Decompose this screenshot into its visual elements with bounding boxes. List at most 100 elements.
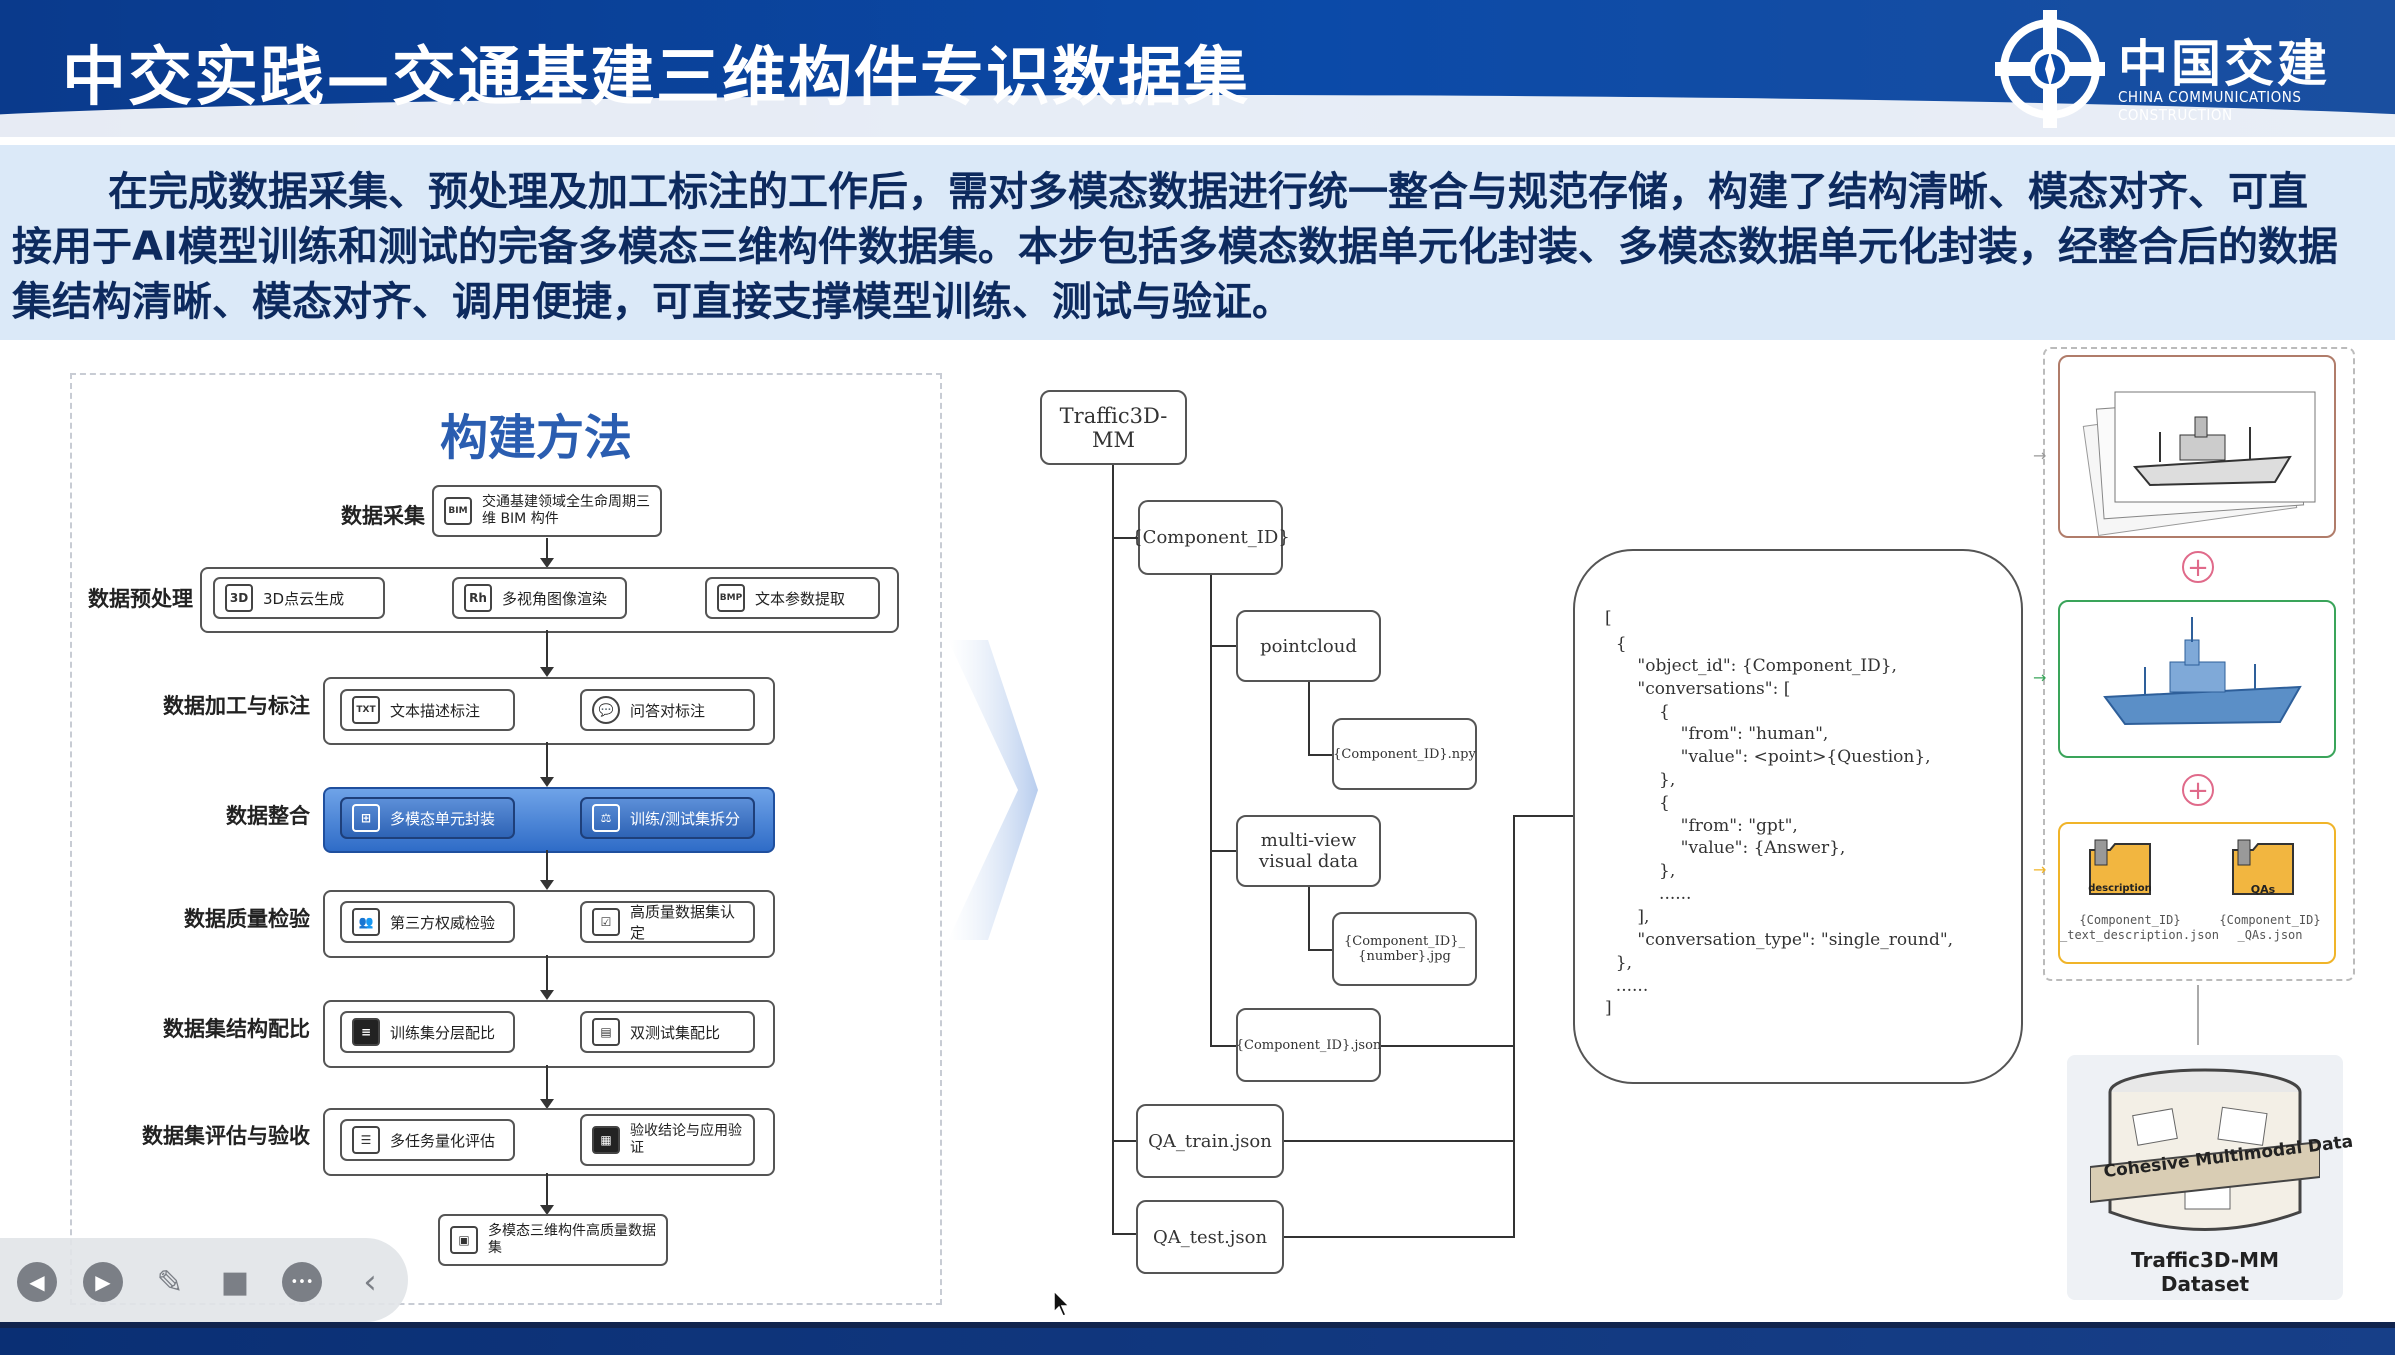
json-line: { [1605,793,1670,813]
final-dataset-label: 多模态三维构件高质量数据集 [488,1223,656,1256]
folder-description-tab: description [2088,883,2152,894]
slide-header: 中交实践—交通基建三维构件专识数据集 中国交建 CHINA COMMUNICAT… [0,0,2395,137]
clipboard-icon: ☰ [352,1126,380,1154]
json-line: "value": {Answer}, [1605,838,1846,858]
presentation-toolbar [0,1238,408,1322]
json-line: ] [1605,998,1612,1018]
tree-connector [1112,1233,1136,1235]
dataset-icon: ▣ [450,1226,478,1254]
tree-multiview-node[interactable]: multi-view visual data [1236,815,1381,887]
stage-item-split[interactable]: ⚖ 训练/测试集拆分 [580,797,755,839]
arrow-right-icon: → [2033,668,2047,687]
stage-item-text-param-label: 文本参数提取 [755,589,846,608]
tree-root-node[interactable]: Traffic3D-MM [1040,390,1187,465]
stage-item-text-param[interactable]: BMP 文本参数提取 [705,577,880,619]
tree-pointcloud-node[interactable]: pointcloud [1236,610,1381,682]
tree-jpg-node[interactable]: {Component_ID}_ {number}.jpg [1332,912,1477,986]
document-icon: ▤ [592,1018,620,1046]
stage-item-acceptance[interactable]: ▦ 验收结论与应用验证 [580,1114,755,1166]
slide-footer-bar [0,1322,2395,1355]
stage-item-train-ratio-label: 训练集分层配比 [390,1023,496,1042]
collapse-toolbar-button[interactable]: ‹ [363,1262,377,1302]
ship-pointcloud-icon [2103,617,2302,726]
tree-npy-node[interactable]: {Component_ID}.npy [1332,718,1477,790]
tree-connector [1112,1140,1136,1142]
connector-down [2197,985,2199,1045]
stage-label-collect: 数据采集 [341,504,425,528]
stage-item-bim[interactable]: BIM 交通基建领域全生命周期三维 BIM 构件 [432,485,662,537]
pen-icon[interactable]: ✎ [156,1263,184,1301]
folder-qas-tab: QAs [2250,883,2276,896]
tree-component-node[interactable]: {Component_ID} [1131,500,1290,575]
tree-jpg-line1: {Component_ID}_ [1343,934,1465,949]
camera-icon[interactable]: ■ [220,1264,250,1300]
stage-label-annotate: 数据加工与标注 [163,694,310,718]
tree-connector [1381,1045,1513,1047]
stage-item-multitask[interactable]: ☰ 多任务量化评估 [340,1119,515,1161]
folder-qas-label-2: _QAs.json [2237,928,2303,942]
stage-item-bim-label: 交通基建领域全生命周期三维 BIM 构件 [482,494,650,527]
dataset-subname: Dataset [2160,1272,2250,1296]
stage-item-render[interactable]: Rh 多视角图像渲染 [452,577,627,619]
stage-item-certify-label: 高质量数据集认定 [630,903,736,942]
txt-file-icon: TXT [352,696,380,724]
previous-slide-button[interactable]: ◀ [17,1262,57,1302]
stage-item-third-party-label: 第三方权威检验 [390,913,496,932]
json-line: [ [1605,608,1612,628]
tree-connector [1513,815,1515,1238]
json-line: "from": "human", [1605,724,1829,744]
folder-description-label-2: _text_description.json [2060,928,2219,942]
json-line: }, [1605,770,1676,790]
stage-item-packaging[interactable]: ⊞ 多模态单元封装 [340,797,515,839]
stage-item-qa-annot[interactable]: 💬 问答对标注 [580,689,755,731]
stage-item-test-ratio[interactable]: ▤ 双测试集配比 [580,1011,755,1053]
stage-item-pointcloud-label: 3D点云生成 [263,589,345,608]
pointcloud-card [2058,600,2336,758]
bmp-icon: BMP [717,584,745,612]
tree-qa-train-node[interactable]: QA_train.json [1136,1104,1284,1178]
final-dataset-box[interactable]: ▣ 多模态三维构件高质量数据集 [438,1214,668,1266]
stage-item-test-ratio-label: 双测试集配比 [630,1023,721,1042]
flow-arrow [540,1065,554,1109]
folder-qas-label-1: {Component_ID} [2219,913,2321,927]
json-line: { [1605,634,1627,654]
tree-connector [1513,815,1573,817]
flow-arrow [540,850,554,890]
tree-connector [1308,949,1332,951]
tree-multiview-line1: multi-view [1260,830,1357,851]
stage-label-preprocess: 数据预处理 [88,587,193,611]
tree-connector [1210,1045,1236,1047]
tree-connector [1210,575,1212,1045]
tree-connector [1112,465,1114,1233]
json-line: ...... [1605,976,1649,996]
json-line: "conversations": [ [1605,679,1791,699]
json-line: }, [1605,861,1676,881]
json-line: { [1605,702,1670,722]
stage-item-third-party[interactable]: 👥 第三方权威检验 [340,901,515,943]
flow-arrow [540,955,554,1000]
folder-qas-label: {Component_ID} _QAs.json [2205,913,2335,943]
folder-icon [2232,839,2294,895]
json-line: ], [1605,907,1650,927]
stage-item-pointcloud[interactable]: 3D 3D点云生成 [213,577,385,619]
tree-connector [1284,1236,1513,1238]
slide-title: 中交实践—交通基建三维构件专识数据集 [62,41,1250,115]
stage-item-text-annot[interactable]: TXT 文本描述标注 [340,689,515,731]
json-line: "object_id": {Component_ID}, [1605,656,1897,676]
tree-qa-test-node[interactable]: QA_test.json [1136,1200,1284,1274]
render-icon: Rh [464,584,492,612]
ship-sketch-icon [2082,391,2316,536]
plus-icon: + [2182,774,2214,806]
next-slide-button[interactable]: ▶ [83,1262,123,1302]
tree-connector [1284,1140,1513,1142]
stage-item-certify[interactable]: ☑ 高质量数据集认定 [580,901,755,943]
json-line: }, [1605,953,1633,973]
method-title: 构建方法 [440,410,633,466]
multiview-sketch-card [2058,355,2336,538]
bim-icon: BIM [444,497,472,525]
more-options-button[interactable]: ••• [282,1262,322,1302]
balance-icon: ⚖ [592,804,620,832]
tree-json-node[interactable]: {Component_ID}.json [1236,1008,1381,1082]
stage-item-train-ratio[interactable]: ≡ 训练集分层配比 [340,1011,515,1053]
flow-arrow [540,1173,554,1215]
